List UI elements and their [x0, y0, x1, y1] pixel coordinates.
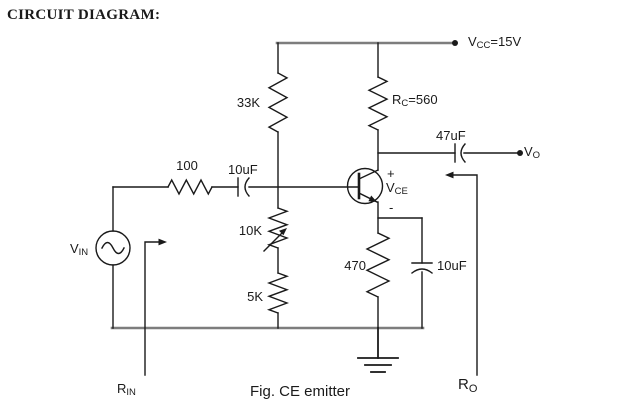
resistor-rc-560 — [367, 76, 389, 131]
vin-source — [95, 186, 131, 329]
rin-probe-arrow — [144, 238, 167, 376]
resistor-100-label: 100 — [176, 158, 198, 173]
resistor-5k — [266, 272, 290, 314]
capacitor-47uf-label: 47uF — [436, 128, 466, 143]
vcc-supply-label: VCC=15V — [468, 34, 522, 51]
resistor-5k-label: 5K — [247, 289, 263, 304]
ro-label: RO — [458, 376, 478, 395]
resistor-100 — [167, 178, 213, 196]
resistor-470 — [365, 232, 391, 298]
vcc-terminal-dot — [452, 40, 458, 46]
emitter-arrow-icon — [368, 195, 377, 202]
sine-wave-icon — [101, 241, 125, 255]
transistor-npn — [248, 167, 384, 205]
resistor-33k-label: 33K — [236, 95, 260, 110]
vo-terminal-dot — [517, 150, 523, 156]
vce-label: VCE — [386, 180, 408, 197]
capacitor-47uf — [377, 143, 523, 163]
capacitor-10uf-bypass — [411, 217, 433, 329]
vce-plus-label: + — [387, 166, 395, 181]
ro-probe-arrow — [445, 171, 478, 376]
vce-minus-label: - — [389, 200, 394, 215]
capacitor-10uf-input — [237, 177, 250, 197]
resistor-470-label: 470 — [344, 258, 366, 273]
page-title: CIRCUIT DIAGRAM: — [7, 7, 161, 23]
vo-output-label: VO — [524, 144, 541, 161]
resistor-10k-label: 10K — [238, 223, 262, 238]
capacitor-10uf-bypass-label: 10uF — [437, 258, 467, 273]
resistor-10k — [266, 207, 290, 249]
resistor-33k — [267, 72, 289, 133]
resistor-rc-label: RC=560 — [392, 92, 438, 109]
figure-caption: Fig. CE emitter — [250, 383, 351, 400]
potentiometer-arrow-icon — [263, 228, 287, 252]
rin-label: RIN — [117, 381, 136, 398]
ground-icon — [357, 327, 399, 373]
capacitor-10uf-input-label: 10uF — [228, 162, 258, 177]
vin-source-label: VIN — [70, 241, 89, 258]
